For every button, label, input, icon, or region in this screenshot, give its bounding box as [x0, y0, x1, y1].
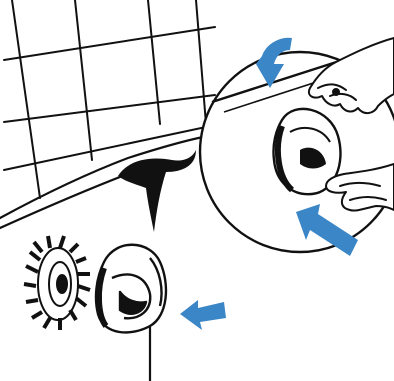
push-arrow-icon	[296, 204, 358, 256]
filter-insert-icon	[23, 235, 91, 330]
tile-wall-icon	[3, 0, 221, 199]
water-stream-icon	[118, 150, 196, 232]
push-arrow-icon	[180, 300, 226, 330]
diverter-cap-icon	[94, 243, 168, 334]
hand-icon	[308, 37, 394, 212]
turn-arrow-icon	[256, 37, 292, 88]
